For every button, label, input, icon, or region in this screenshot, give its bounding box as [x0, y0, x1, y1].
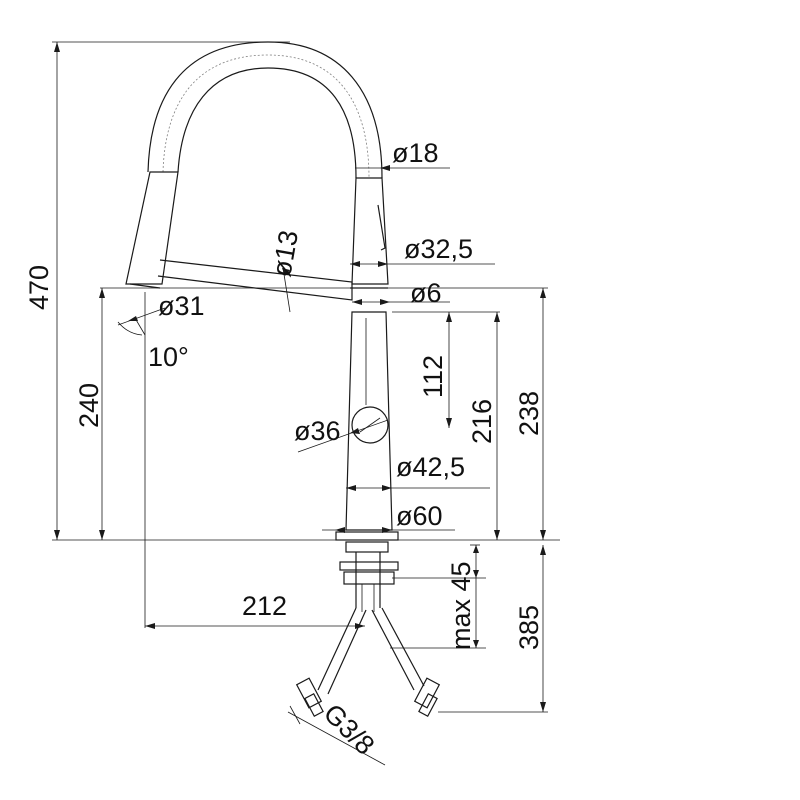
dim-angle: 10° [148, 342, 189, 372]
dim-reach: 212 [242, 591, 287, 621]
dim-body-height: 238 [514, 391, 544, 436]
extension-lines [52, 41, 560, 713]
dim-body-top-diameter: ø32,5 [404, 234, 473, 264]
dim-base-diameter: ø60 [396, 501, 443, 531]
dim-head-diameter: ø31 [158, 291, 205, 321]
faucet-body [125, 41, 441, 717]
dim-lever-height: 216 [467, 399, 497, 444]
dim-height-total: 470 [24, 265, 54, 310]
dim-body-upper: 112 [418, 355, 448, 398]
dimension-lines [54, 42, 546, 766]
dim-arm-diameter: ø13 [266, 228, 304, 279]
dim-body-diameter: ø42,5 [396, 452, 465, 482]
dim-arm-ring: ø6 [410, 278, 442, 308]
dim-thread: G3/8 [318, 698, 381, 761]
dim-spout-height: 240 [74, 383, 104, 428]
dim-hose-diameter: ø18 [392, 138, 439, 168]
dim-counter-thickness: max 45 [446, 561, 476, 650]
dim-under-counter: 385 [514, 605, 544, 650]
dim-handle-diameter: ø36 [294, 416, 341, 446]
